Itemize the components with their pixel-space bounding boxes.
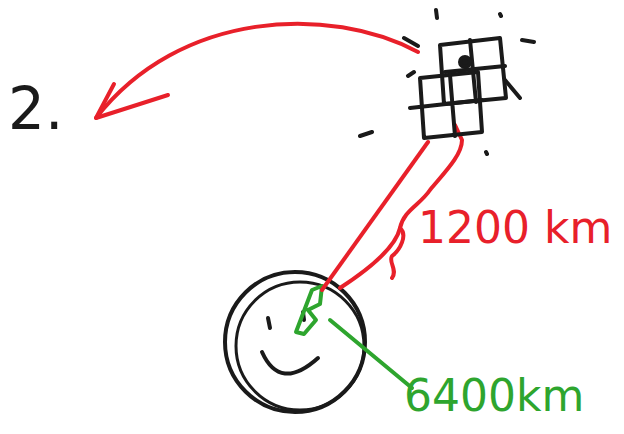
earth-drawing — [225, 272, 365, 412]
earth-outline — [225, 272, 365, 412]
earth-eye — [268, 318, 270, 328]
callout-number: 2. — [8, 80, 63, 138]
curved-arrow — [96, 24, 418, 118]
radius-pointer — [296, 286, 322, 334]
leader-line — [330, 320, 412, 388]
earth-smile — [262, 352, 318, 374]
radius-marker — [296, 286, 412, 388]
earth-inner-outline — [236, 282, 364, 410]
altitude-line — [322, 142, 428, 290]
satellite-drawing — [360, 10, 534, 154]
satellite-dot — [460, 57, 470, 67]
altitude-squiggle — [391, 228, 403, 278]
satellite-grid — [410, 40, 520, 136]
arrow-head — [96, 84, 168, 118]
sparkle-dash — [360, 10, 534, 154]
radius-label: 6400km — [404, 374, 584, 418]
orbit-arrow — [96, 24, 418, 118]
altitude-label: 1200 km — [418, 206, 612, 250]
